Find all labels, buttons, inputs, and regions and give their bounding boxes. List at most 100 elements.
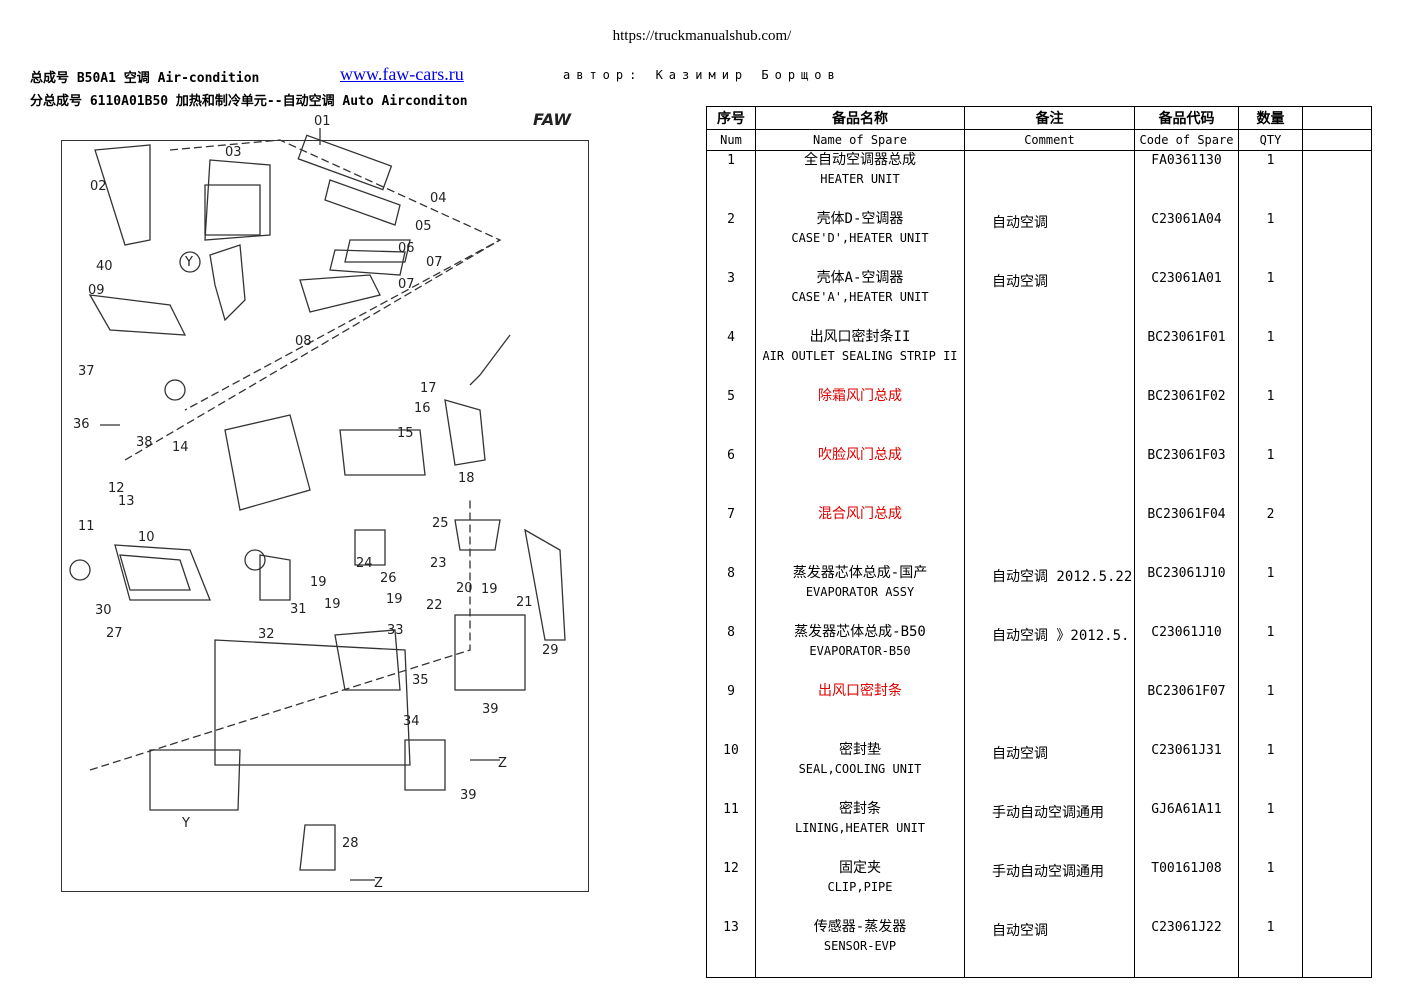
callout-label: 27	[106, 626, 123, 641]
col-comment-en: Comment	[964, 129, 1135, 151]
cell-name: 全自动空调器总成 HEATER UNIT	[755, 150, 965, 210]
cell-code: C23061A01	[1134, 269, 1239, 328]
col-num-en: Num	[706, 129, 756, 151]
cell-extra	[1302, 446, 1372, 505]
name-en: CLIP,PIPE	[827, 880, 893, 894]
cell-comment	[964, 505, 1135, 564]
callout-label: Z	[374, 876, 383, 891]
callout-label: 25	[432, 516, 449, 531]
cell-comment: 自动空调 》2012.5.	[964, 623, 1135, 682]
cell-comment	[964, 682, 1135, 741]
name-cn: 固定夹	[839, 860, 881, 876]
cell-extra	[1302, 328, 1372, 387]
col-code-en: Code of Spare	[1134, 129, 1239, 151]
col-extra-en	[1302, 129, 1372, 151]
cell-qty: 1	[1238, 210, 1303, 269]
cell-num: 8	[706, 623, 756, 682]
cell-comment: 自动空调	[964, 210, 1135, 269]
name-en: SENSOR-EVP	[823, 939, 897, 953]
cell-name: 除霜风门总成	[755, 387, 965, 446]
callout-label: 32	[258, 627, 275, 642]
cell-comment: 自动空调	[964, 269, 1135, 328]
cell-comment: 手动自动空调通用	[964, 859, 1135, 918]
cell-qty: 1	[1238, 800, 1303, 859]
cell-num: 13	[706, 918, 756, 978]
callout-label: 16	[414, 401, 431, 416]
cell-code: FA0361130	[1134, 150, 1239, 210]
callout-label: 28	[342, 836, 359, 851]
name-en: HEATER UNIT	[820, 172, 900, 186]
cell-num: 1	[706, 150, 756, 210]
col-num-cn: 序号	[706, 106, 756, 130]
name-en: LINING,HEATER UNIT	[794, 821, 926, 835]
spare-parts-table: 序号 备品名称 备注 备品代码 数量 Num Name of Spare Com…	[706, 106, 1372, 978]
callout-label: 03	[225, 145, 242, 160]
callout-label: 20	[456, 581, 473, 596]
faw-cars-link[interactable]: www.faw-cars.ru	[340, 64, 464, 84]
cell-code: C23061J22	[1134, 918, 1239, 978]
cell-qty: 1	[1238, 564, 1303, 623]
callout-label: 26	[380, 571, 397, 586]
cell-num: 3	[706, 269, 756, 328]
callout-label: Y	[184, 255, 193, 270]
cell-comment: 手动自动空调通用	[964, 800, 1135, 859]
author-credit: автор: Казимир Борщов	[563, 68, 841, 82]
name-cn: 除霜风门总成	[818, 388, 902, 404]
name-en: EVAPORATOR-B50	[809, 644, 911, 658]
name-cn: 吹脸风门总成	[818, 447, 902, 463]
col-name-cn: 备品名称	[755, 106, 965, 130]
callout-label: 40	[96, 259, 113, 274]
cell-extra	[1302, 918, 1372, 978]
cell-code: GJ6A61A11	[1134, 800, 1239, 859]
callout-label: 04	[430, 191, 447, 206]
cell-qty: 1	[1238, 150, 1303, 210]
callout-label: 39	[460, 788, 477, 803]
callout-label: 09	[88, 283, 105, 298]
callout-label: 07	[398, 277, 415, 292]
cell-extra	[1302, 800, 1372, 859]
cell-code: BC23061F07	[1134, 682, 1239, 741]
callout-label: 30	[95, 603, 112, 618]
callout-label: 14	[172, 440, 189, 455]
callout-label: 33	[387, 623, 404, 638]
cell-code: BC23061F04	[1134, 505, 1239, 564]
name-cn: 全自动空调器总成	[804, 152, 916, 168]
assembly-title: 总成号 B50A1 空调 Air-condition	[30, 71, 260, 86]
name-en: CASE'A',HEATER UNIT	[791, 290, 929, 304]
callout-label: 18	[458, 471, 475, 486]
cell-code: C23061A04	[1134, 210, 1239, 269]
name-cn: 混合风门总成	[818, 506, 902, 522]
cell-extra	[1302, 623, 1372, 682]
cell-qty: 1	[1238, 269, 1303, 328]
cell-qty: 2	[1238, 505, 1303, 564]
callout-label: 05	[415, 219, 432, 234]
name-cn: 壳体D-空调器	[816, 211, 904, 227]
site-url: https://truckmanualshub.com/	[612, 28, 792, 44]
cell-qty: 1	[1238, 446, 1303, 505]
cell-qty: 1	[1238, 682, 1303, 741]
faw-logo: FAW	[533, 110, 572, 129]
callout-label: 07	[426, 255, 443, 270]
callout-label: 31	[290, 602, 307, 617]
cell-code: BC23061J10	[1134, 564, 1239, 623]
cell-code: T00161J08	[1134, 859, 1239, 918]
cell-comment: 自动空调	[964, 741, 1135, 800]
callout-label: 34	[403, 714, 420, 729]
